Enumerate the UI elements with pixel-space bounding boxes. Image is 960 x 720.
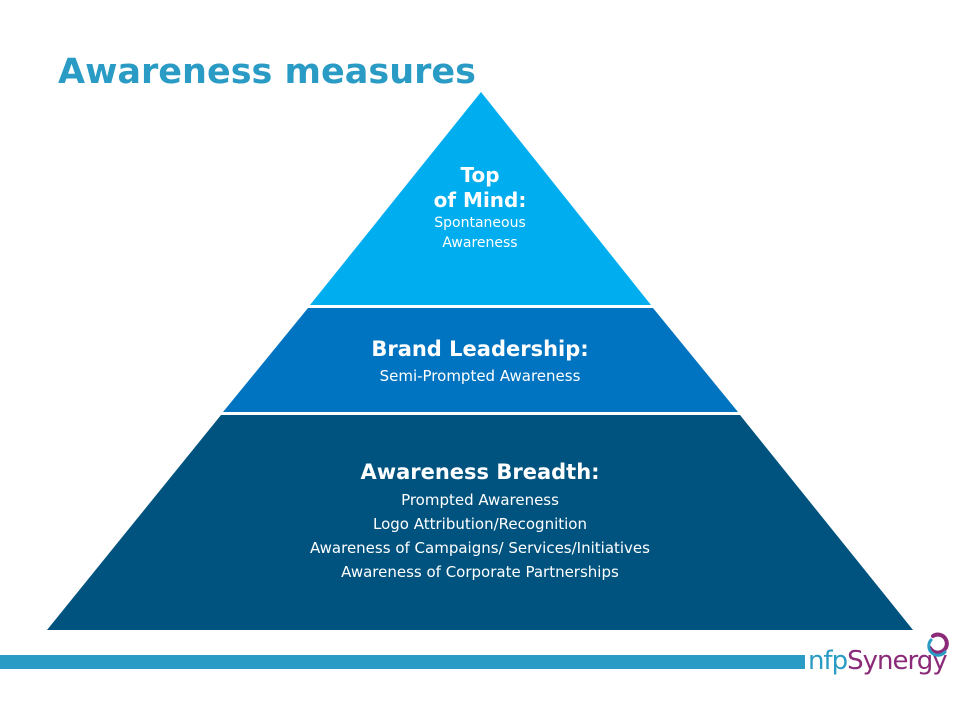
tier-bottom-line: Prompted Awareness [401,491,559,509]
footer-bar [0,655,805,669]
nfpsynergy-logo: nfpSynergy [808,630,958,690]
tier-bottom-line: Logo Attribution/Recognition [373,515,587,533]
tier-middle-line: Semi-Prompted Awareness [379,367,581,385]
tier-middle-heading: Brand Leadership: [371,337,589,361]
logo-swirl-icon [927,632,949,657]
tier-top-line: Spontaneous [434,215,526,231]
tier-top-line: Awareness [442,235,518,251]
pyramid-tier-top [310,92,651,305]
pyramid-tier-middle [223,308,738,412]
tier-middle-text: Brand Leadership: Semi-Prompted Awarenes… [280,334,680,388]
tier-top-heading-line1: Top [460,163,500,187]
pyramid-tier-bottom [47,415,913,630]
tier-bottom-heading: Awareness Breadth: [360,460,600,484]
tier-bottom-line: Awareness of Corporate Partnerships [341,563,619,581]
logo-text-nfp: nfp [808,646,848,676]
tier-top-heading-line2: of Mind: [433,188,527,212]
tier-bottom-line: Awareness of Campaigns/ Services/Initiat… [310,539,650,557]
tier-top-text: Top of Mind: Spontaneous Awareness [380,163,580,253]
tier-bottom-text: Awareness Breadth: Prompted Awareness Lo… [200,456,760,584]
page-title: Awareness measures [58,52,476,92]
